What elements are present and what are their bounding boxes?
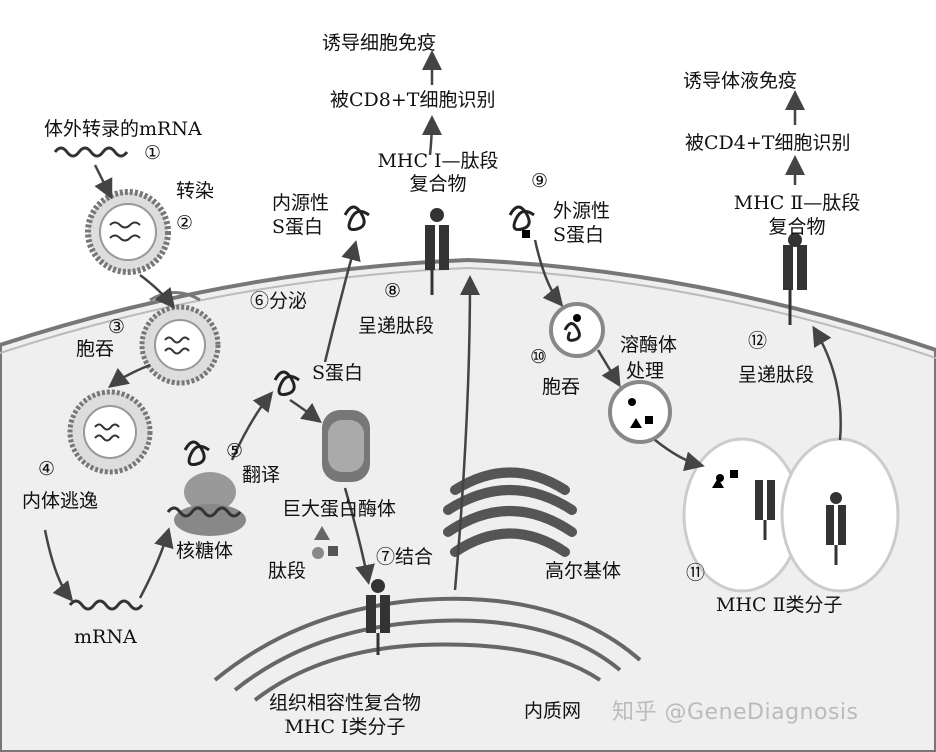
label-mhc1-complex-line2: 复合物	[368, 173, 508, 195]
label-mhc1-line1: 组织相容性复合物	[230, 692, 460, 714]
label-ribosome: 核糖体	[176, 540, 233, 562]
label-translation: 翻译	[242, 464, 280, 486]
label-exogenous-line2: S蛋白	[553, 224, 604, 246]
label-present-peptide-2: 呈递肽段	[738, 364, 814, 386]
label-step4: ④	[38, 458, 55, 480]
s-protein-exogenous	[510, 207, 534, 238]
label-step6-secretion: ⑥分泌	[250, 290, 307, 312]
label-step10: ⑩	[530, 346, 547, 368]
label-golgi: 高尔基体	[545, 560, 621, 582]
label-transfection: 转染	[176, 180, 214, 202]
label-s-protein: S蛋白	[312, 362, 363, 384]
label-mhc1-line2: MHC Ⅰ类分子	[230, 716, 460, 738]
endosome	[70, 392, 150, 472]
lysosome	[610, 382, 670, 442]
label-cd8-recognition: 被CD8+T细胞识别	[330, 89, 495, 111]
label-step1: ①	[144, 142, 161, 164]
label-lysosome-line2: 处理	[626, 360, 664, 382]
label-step12: ⑫	[748, 330, 767, 352]
label-mhc2-molecule: MHC Ⅱ类分子	[716, 594, 843, 616]
ivt-mrna-strand	[55, 148, 127, 156]
label-ivt-mrna: 体外转录的mRNA	[44, 118, 202, 140]
label-cd4-recognition: 被CD4+T细胞识别	[685, 132, 850, 154]
label-endocytosis-2: 胞吞	[542, 376, 580, 398]
label-induce-cell-immunity: 诱导细胞免疫	[322, 32, 436, 54]
exogenous-endosome	[551, 304, 603, 356]
endocytic-vesicle	[142, 307, 218, 383]
label-endocytosis-1: 胞吞	[76, 338, 114, 360]
label-endosome-escape: 内体逃逸	[22, 490, 98, 512]
label-step9: ⑨	[531, 170, 548, 192]
label-exogenous-line1: 外源性	[553, 200, 610, 222]
label-lysosome-line1: 溶酶体	[620, 334, 677, 356]
label-proteasome: 巨大蛋白酶体	[282, 498, 396, 520]
label-present-peptide-1: 呈递肽段	[358, 315, 434, 337]
label-peptide: 肽段	[268, 560, 306, 582]
label-mrna: mRNA	[74, 626, 137, 648]
label-step3: ③	[108, 316, 125, 338]
zhihu-watermark: 知乎 @GeneDiagnosis	[612, 694, 859, 726]
lipid-nanoparticle	[88, 192, 168, 272]
label-induce-humoral-immunity: 诱导体液免疫	[683, 70, 797, 92]
label-endogenous-line1: 内源性	[272, 192, 329, 214]
label-er: 内质网	[524, 700, 581, 722]
label-endogenous-line2: S蛋白	[272, 216, 323, 238]
label-mhc1-complex-line1: MHC Ⅰ—肽段	[368, 150, 508, 172]
label-step8: ⑧	[384, 280, 401, 302]
label-mhc2-complex-line1: MHC Ⅱ—肽段	[722, 192, 872, 214]
s-protein-endogenous	[345, 207, 369, 230]
label-step7-binding: ⑦结合	[376, 546, 433, 568]
label-step5: ⑤	[226, 440, 243, 462]
label-mhc2-complex-line2: 复合物	[722, 216, 872, 238]
label-step11: ⑪	[686, 562, 705, 584]
label-step2: ②	[176, 212, 193, 234]
proteasome-shape	[322, 410, 370, 482]
